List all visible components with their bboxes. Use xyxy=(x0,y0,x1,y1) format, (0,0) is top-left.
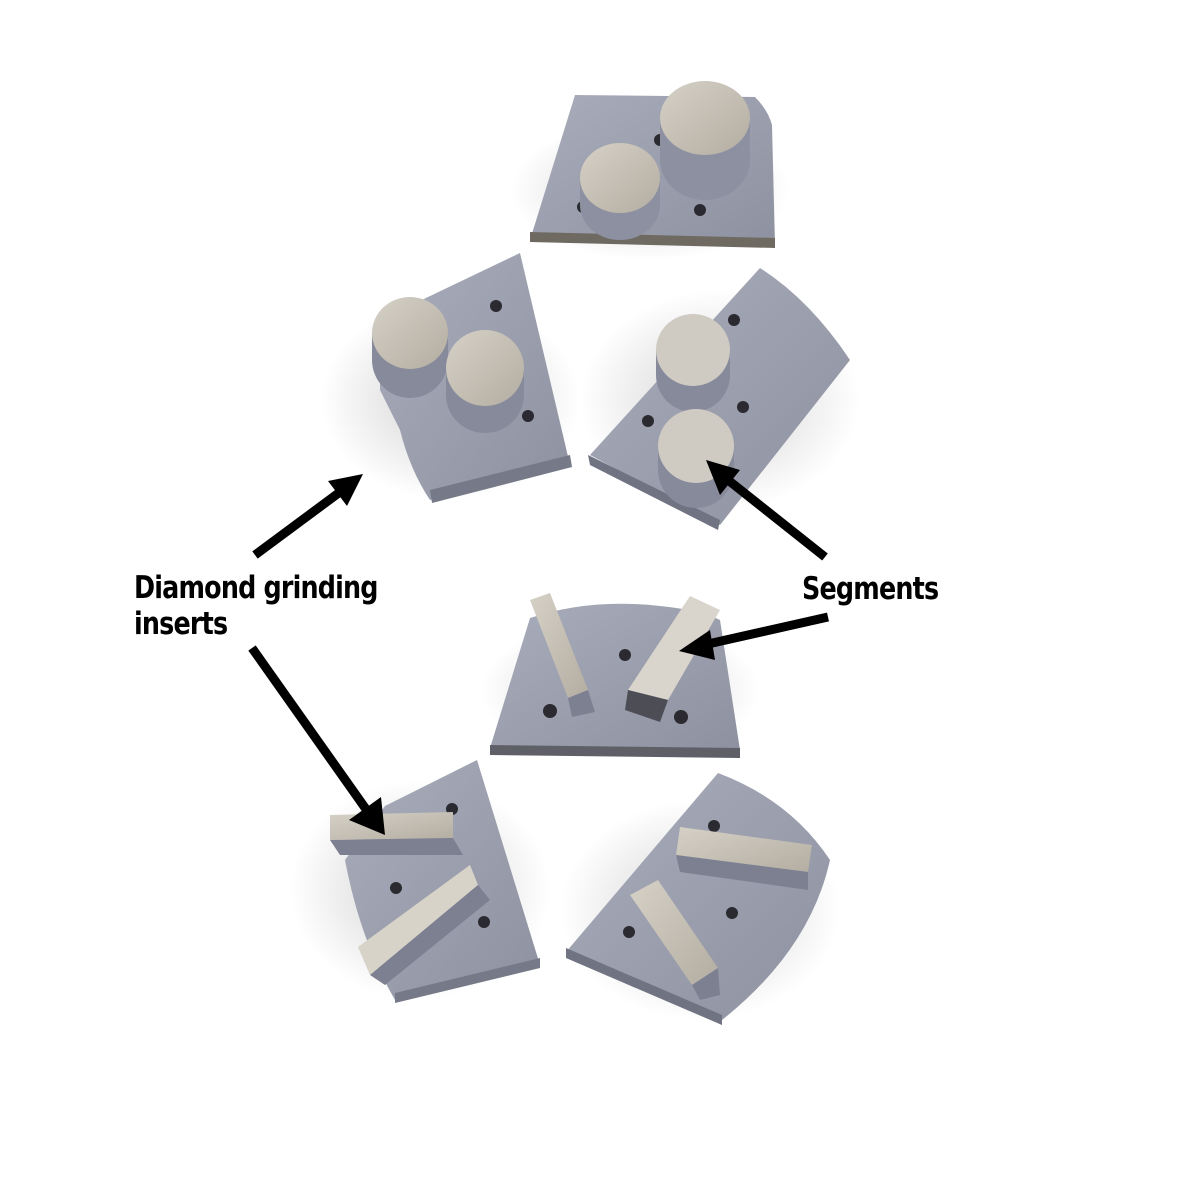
label-line-2: inserts xyxy=(134,606,228,642)
bar-segment xyxy=(530,593,595,717)
round-segment xyxy=(446,330,524,406)
mount-hole xyxy=(726,907,738,919)
insert-bottom-right-bar xyxy=(560,773,840,1025)
mount-hole xyxy=(478,916,490,928)
mount-hole xyxy=(694,204,706,216)
insert-top-round xyxy=(510,81,790,260)
bar-segment xyxy=(630,880,720,1000)
label-diamond-grinding-inserts: Diamond grinding inserts xyxy=(134,570,379,642)
mount-hole xyxy=(543,704,557,718)
mount-hole xyxy=(708,820,720,832)
bar-segment xyxy=(625,596,720,722)
round-segment xyxy=(656,314,730,386)
label-segments: Segments xyxy=(802,571,939,607)
bar-segment xyxy=(330,812,463,855)
mount-hole xyxy=(674,710,688,724)
round-segment xyxy=(580,143,660,213)
insert-center-bar xyxy=(480,593,760,760)
arrow-to-mid-left-insert xyxy=(252,474,363,559)
round-segment xyxy=(660,81,750,155)
mount-hole xyxy=(490,300,502,312)
mount-hole xyxy=(642,415,654,427)
insert-mid-right-round xyxy=(580,268,860,530)
insert-bottom-left-bar xyxy=(290,760,550,1003)
mount-hole xyxy=(619,649,631,661)
label-line-1: Diamond grinding xyxy=(134,570,379,606)
arrow-to-bottom-left-insert xyxy=(248,645,385,835)
arrow-to-round-segment xyxy=(706,460,828,561)
mount-hole xyxy=(446,803,458,815)
arrow-to-bar-segment xyxy=(679,612,829,660)
round-segment xyxy=(372,297,448,369)
bar-segment xyxy=(676,827,812,890)
mount-hole xyxy=(728,314,740,326)
mount-hole xyxy=(623,926,635,938)
mount-hole xyxy=(390,882,402,894)
mount-hole xyxy=(522,410,534,422)
mount-hole xyxy=(737,401,749,413)
insert-mid-left-round xyxy=(320,253,580,503)
bar-segment xyxy=(358,865,490,985)
